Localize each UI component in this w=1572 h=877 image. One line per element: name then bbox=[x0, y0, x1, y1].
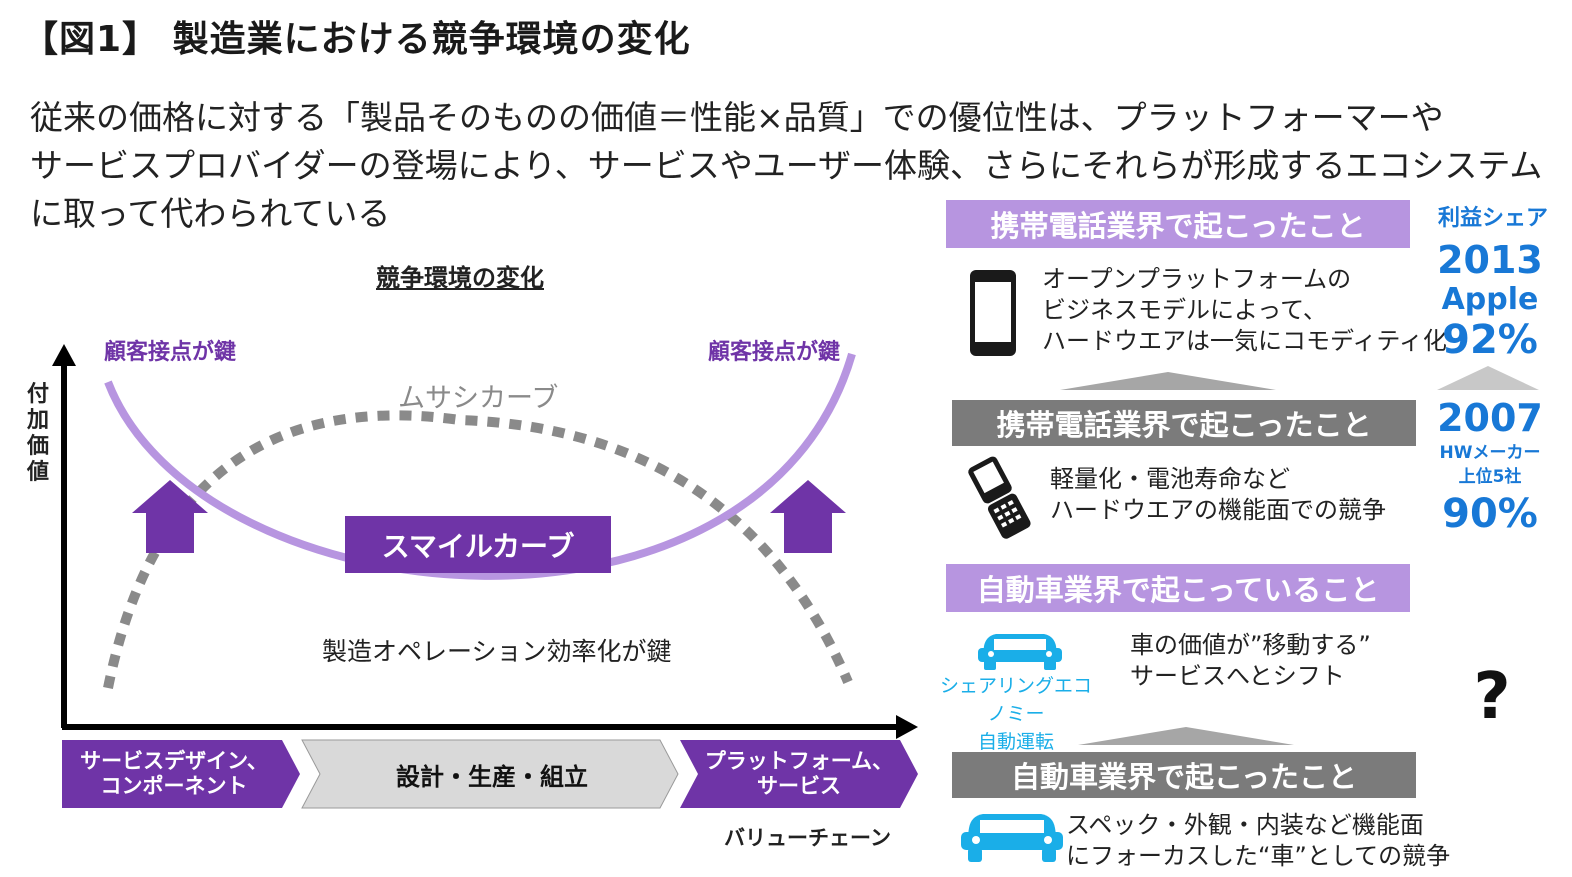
auto-caption-autonomous: 自動運転 bbox=[977, 731, 1054, 753]
mobile-now-line-1: オープンプラットフォームの bbox=[1042, 265, 1352, 293]
chain-step-2-shape bbox=[301, 739, 679, 809]
intro-line-1: 従来の価格に対する「製品そのものの価値＝性能×品質」での優位性は、プラットフォー… bbox=[30, 98, 1444, 137]
left-up-arrow bbox=[132, 480, 208, 553]
share-2013-year: 2013 bbox=[1437, 238, 1543, 282]
y-axis-arrowhead bbox=[52, 344, 76, 366]
unknown-share-mark: ? bbox=[1473, 660, 1511, 734]
auto-now-line-2: サービスへとシフト bbox=[1130, 662, 1345, 690]
car-icon bbox=[961, 814, 1063, 862]
intro-line-3: に取って代わられている bbox=[30, 194, 391, 233]
auto-now-icon-caption: シェアリングエコノミー 自動運転 bbox=[932, 672, 1100, 756]
mobile-progress-arrow bbox=[1060, 372, 1276, 390]
left-key-label: 顧客接点が鍵 bbox=[104, 340, 237, 365]
mobile-before-text: 軽量化・電池寿命など ハードウエアの機能面での競争 bbox=[1050, 464, 1386, 526]
intro-text: 従来の価格に対する「製品そのものの価値＝性能×品質」での優位性は、プラットフォー… bbox=[30, 94, 1542, 238]
mobile-before-line-2: ハードウエアの機能面での競争 bbox=[1050, 496, 1386, 524]
share-progress-arrow bbox=[1437, 366, 1539, 390]
center-note: 製造オペレーション効率化が鍵 bbox=[322, 637, 672, 666]
auto-before-text: スペック・外観・内装など機能面 にフォーカスした“車”としての競争 bbox=[1066, 810, 1450, 872]
auto-now-line-1: 車の価値が”移動する” bbox=[1130, 631, 1371, 659]
shared-car-icon bbox=[978, 634, 1062, 670]
smile-curve-label: スマイルカーブ bbox=[345, 516, 611, 573]
auto-before-header: 自動車業界で起こったこと bbox=[952, 752, 1416, 798]
x-axis-label: バリューチェーン bbox=[724, 826, 891, 850]
mobile-before-header: 携帯電話業界で起こったこと bbox=[952, 400, 1416, 446]
share-2007-company-2: 上位5社 bbox=[1458, 467, 1522, 487]
y-axis-label: 付加価値 bbox=[26, 382, 49, 485]
auto-caption-sharing: シェアリングエコノミー bbox=[939, 675, 1092, 725]
share-2013-company: Apple bbox=[1441, 282, 1539, 317]
mobile-now-text: オープンプラットフォームの ビジネスモデルによって、 ハードウエアは一気にコモデ… bbox=[1042, 264, 1447, 357]
chain-step-3: プラットフォーム、 サービス bbox=[704, 749, 894, 798]
chain-step-1-shape bbox=[62, 740, 300, 808]
chain-step-2: 設計・生産・組立 bbox=[396, 762, 588, 791]
page-title: 【図1】 製造業における競争環境の変化 bbox=[22, 19, 691, 60]
auto-before-line-2: にフォーカスした“車”としての競争 bbox=[1066, 842, 1451, 870]
smile-curve bbox=[104, 352, 856, 580]
right-up-arrow bbox=[770, 480, 846, 553]
auto-progress-arrow bbox=[1078, 727, 1294, 745]
chain-step-1: サービスデザイン、 コンポーネント bbox=[80, 749, 268, 798]
right-key-label: 顧客接点が鍵 bbox=[708, 340, 841, 365]
auto-now-header: 自動車業界で起こっていること bbox=[946, 564, 1410, 612]
chain-step-3-shape bbox=[680, 740, 918, 808]
share-2007-company-1: HWメーカー bbox=[1439, 443, 1541, 463]
mobile-now-header: 携帯電話業界で起こったこと bbox=[946, 200, 1410, 248]
mobile-now-line-3: ハードウエアは一気にコモディティ化 bbox=[1042, 327, 1447, 355]
share-2007-year: 2007 bbox=[1437, 396, 1543, 440]
diagram-title: 競争環境の変化 bbox=[376, 264, 544, 292]
mobile-before-line-1: 軽量化・電池寿命など bbox=[1050, 465, 1290, 493]
share-2007-value: 90% bbox=[1442, 491, 1538, 537]
flip-phone-icon bbox=[968, 456, 1031, 539]
smartphone-icon bbox=[970, 270, 1016, 356]
auto-before-line-1: スペック・外観・内装など機能面 bbox=[1066, 811, 1424, 839]
profit-share-label: 利益シェア bbox=[1437, 206, 1548, 231]
auto-now-text: 車の価値が”移動する” サービスへとシフト bbox=[1130, 630, 1371, 692]
intro-line-2: サービスプロバイダーの登場により、サービスやユーザー体験、さらにそれらが形成する… bbox=[30, 146, 1543, 185]
x-axis-arrowhead bbox=[896, 715, 918, 739]
musashi-curve-label: ムサシカーブ bbox=[398, 383, 559, 414]
share-2013-value: 92% bbox=[1442, 317, 1538, 363]
mobile-now-line-2: ビジネスモデルによって、 bbox=[1042, 296, 1327, 324]
